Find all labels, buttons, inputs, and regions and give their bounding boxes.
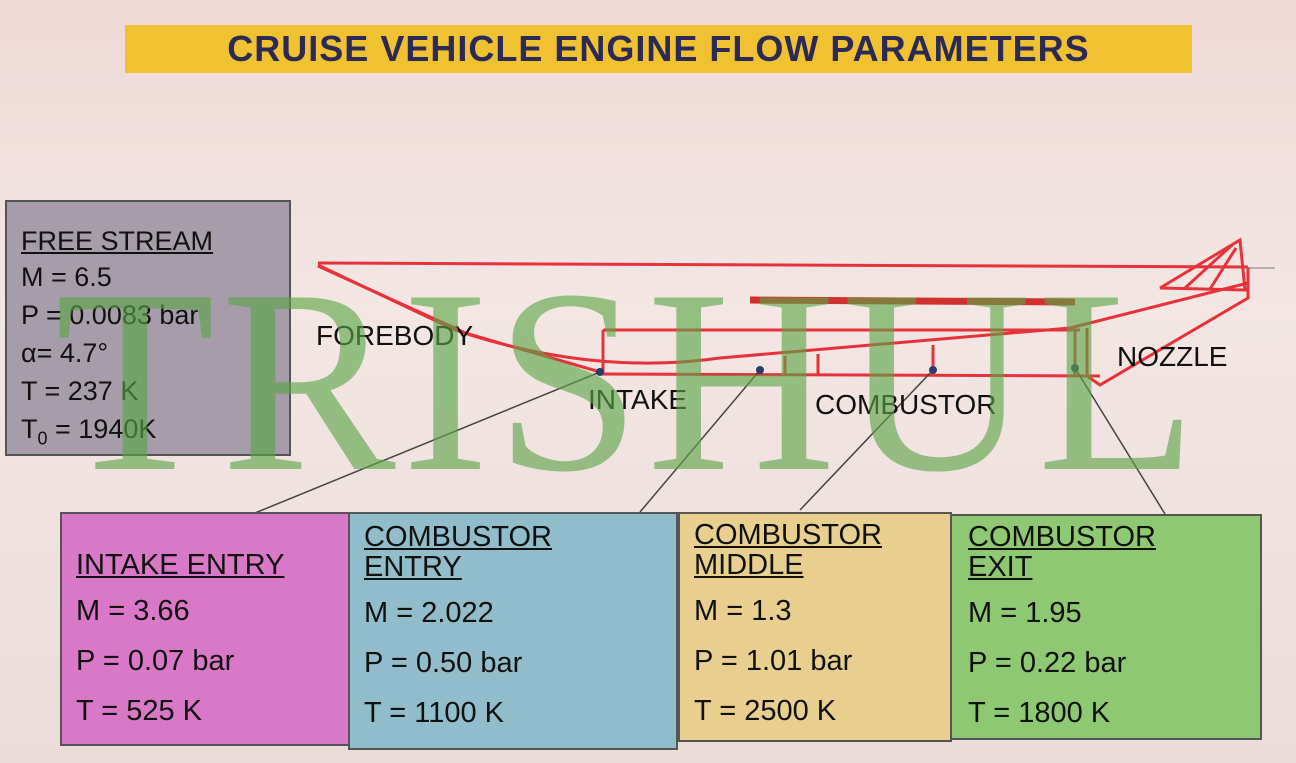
station-temperature: T = 1100 K — [364, 697, 505, 729]
t0-symbol: T — [21, 414, 38, 444]
station-mach: M = 1.3 — [694, 595, 792, 627]
station-temperature: T = 525 K — [76, 695, 203, 727]
station-combustor-exit: COMBUSTOR EXIT M = 1.95 P = 0.22 bar T =… — [950, 514, 1262, 740]
free-stream-panel: FREE STREAM M = 6.5 P = 0.0083 bar α= 4.… — [5, 200, 291, 456]
station-intake-entry: INTAKE ENTRY M = 3.66 P = 0.07 bar T = 5… — [60, 512, 350, 746]
station-heading: COMBUSTOR EXIT — [968, 521, 1156, 583]
station-mach: M = 1.95 — [968, 597, 1082, 629]
label-combustor: COMBUSTOR — [815, 389, 997, 420]
station-pressure: P = 0.07 bar — [76, 645, 235, 677]
station-pressure: P = 0.50 bar — [364, 647, 523, 679]
label-intake: INTAKE — [588, 384, 688, 415]
free-stream-mach: M = 6.5 — [21, 262, 112, 292]
free-stream-pressure: P = 0.0083 bar — [21, 300, 199, 330]
station-pressure: P = 0.22 bar — [968, 647, 1127, 679]
combustor-strip — [749, 296, 1076, 306]
leader-lines — [254, 367, 1166, 515]
station-heading: COMBUSTOR MIDDLE — [694, 519, 882, 581]
t0-value: = 1940K — [47, 414, 157, 444]
station-pressure: P = 1.01 bar — [694, 645, 853, 677]
station-heading: COMBUSTOR ENTRY — [364, 521, 552, 583]
free-stream-temperature: T = 237 K — [21, 376, 139, 406]
station-temperature: T = 1800 K — [968, 697, 1111, 729]
station-combustor-middle: COMBUSTOR MIDDLE M = 1.3 P = 1.01 bar T … — [678, 512, 952, 742]
station-temperature: T = 2500 K — [694, 695, 837, 727]
t0-subscript: 0 — [37, 428, 48, 449]
station-mach: M = 3.66 — [76, 595, 190, 627]
station-markers — [596, 364, 1079, 376]
free-stream-heading: FREE STREAM — [21, 226, 214, 256]
page-title: CRUISE VEHICLE ENGINE FLOW PARAMETERS — [125, 25, 1192, 73]
station-combustor-entry: COMBUSTOR ENTRY M = 2.022 P = 0.50 bar T… — [348, 512, 678, 750]
station-heading: INTAKE ENTRY — [76, 549, 285, 581]
label-forebody: FOREBODY — [316, 320, 474, 351]
vehicle-outline — [317, 237, 1250, 387]
station-mach: M = 2.022 — [364, 597, 494, 629]
free-stream-alpha: α= 4.7° — [21, 338, 109, 368]
label-nozzle: NOZZLE — [1117, 341, 1228, 372]
free-stream-total-temperature: T0 = 1940K — [21, 410, 289, 457]
